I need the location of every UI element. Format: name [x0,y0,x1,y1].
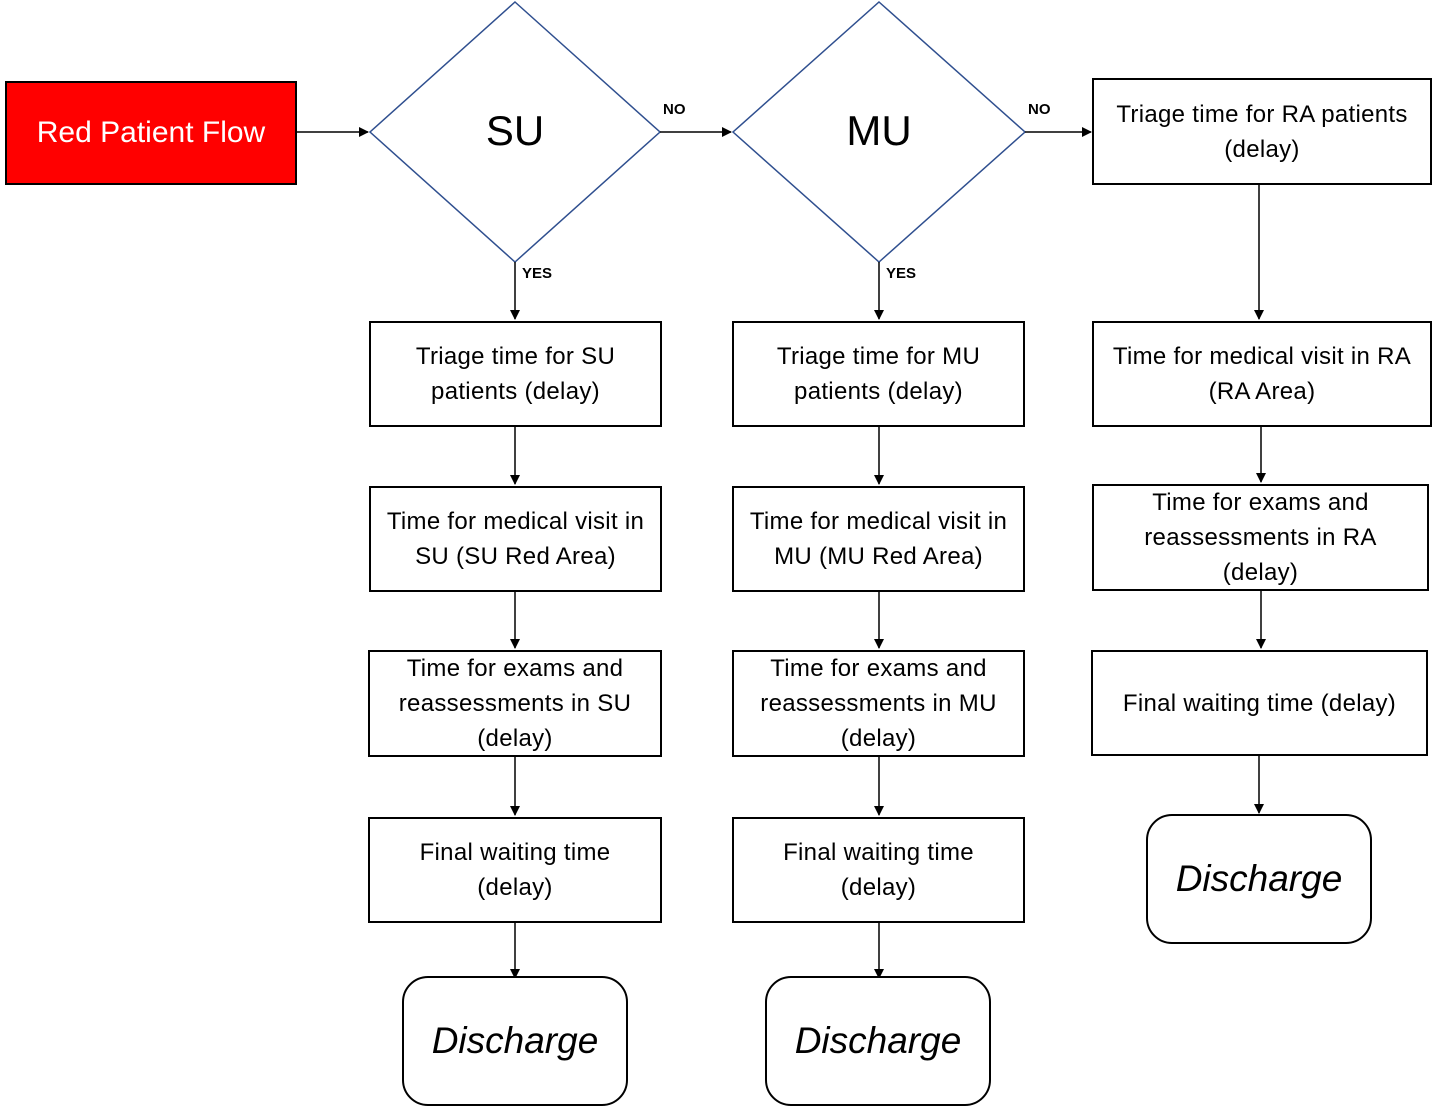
ra-exams-box: Time for exams and reassessments in RA (… [1092,484,1429,591]
mu-discharge-node: Discharge [765,976,991,1106]
su-discharge-node: Discharge [402,976,628,1106]
su-final-waiting-box: Final waiting time (delay) [368,817,662,923]
ra-discharge-node: Discharge [1146,814,1372,944]
decision-mu-label: MU [846,107,912,154]
mu-medical-visit-box: Time for medical visit in MU (MU Red Are… [732,486,1025,592]
mu-triage-box: Triage time for MU patients (delay) [732,321,1025,427]
start-node-red-patient-flow: Red Patient Flow [5,81,297,185]
edge-label-su-yes: YES [522,265,553,282]
su-triage-box: Triage time for SU patients (delay) [369,321,662,427]
su-medical-visit-box: Time for medical visit in SU (SU Red Are… [369,486,662,592]
decision-su-label: SU [485,107,545,154]
ra-medical-visit-box: Time for medical visit in RA (RA Area) [1092,321,1432,427]
mu-final-waiting-box: Final waiting time (delay) [732,817,1025,923]
su-exams-box: Time for exams and reassessments in SU (… [368,650,662,757]
ra-final-waiting-box: Final waiting time (delay) [1091,650,1428,756]
edge-label-mu-yes: YES [886,265,917,282]
edge-label-su-no: NO [663,101,686,118]
ra-triage-box: Triage time for RA patients (delay) [1092,78,1432,185]
edge-label-mu-no: NO [1028,101,1051,118]
mu-exams-box: Time for exams and reassessments in MU (… [732,650,1025,757]
